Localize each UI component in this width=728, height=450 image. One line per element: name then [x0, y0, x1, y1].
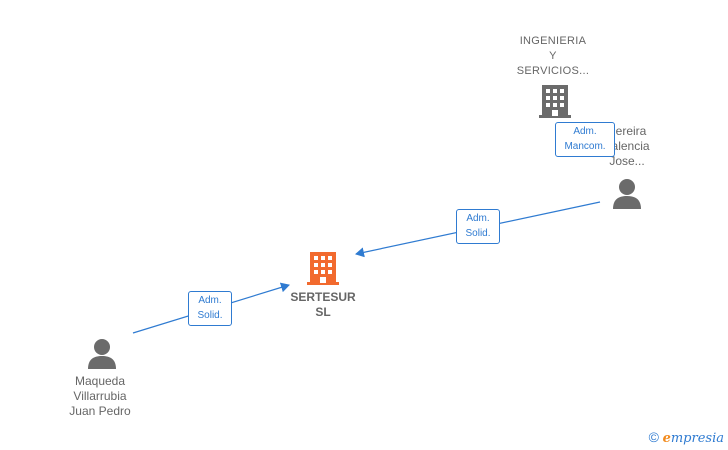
person-icon[interactable]: [612, 178, 642, 210]
brand-logo-text: mpresia: [670, 431, 724, 446]
copyright-icon: ©: [648, 429, 659, 445]
node-label-maqueda[interactable]: Maqueda Villarrubia Juan Pedro: [69, 374, 131, 418]
brand-footer: © empresia: [649, 429, 724, 446]
company-building-icon[interactable]: [539, 83, 571, 119]
edge-label-pereira-sertesur[interactable]: Adm. Solid.: [456, 209, 500, 244]
main-company-building-icon[interactable]: [307, 250, 339, 286]
brand-logo-initial: e: [662, 431, 671, 446]
node-label-sertesur[interactable]: SERTESUR SL: [290, 290, 356, 319]
edge-label-maqueda-sertesur[interactable]: Adm. Solid.: [188, 291, 232, 326]
edge-label-pereira-ingenieria[interactable]: Adm. Mancom.: [555, 122, 615, 157]
person-icon[interactable]: [87, 338, 117, 370]
node-label-ingenieria[interactable]: INGENIERIA Y SERVICIOS...: [516, 35, 590, 77]
node-label-pereira[interactable]: Pereira Valencia Jose...: [604, 124, 650, 168]
